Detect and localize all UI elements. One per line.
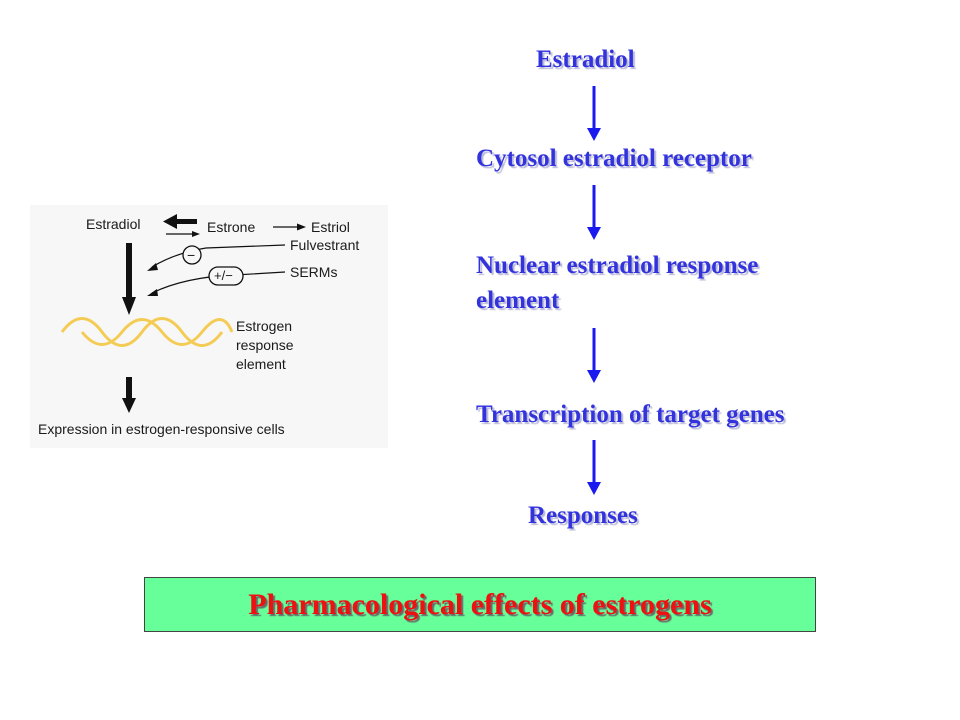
flow-step-nuclear-response-line2: element bbox=[476, 287, 560, 314]
plusminus-badge-icon bbox=[208, 266, 244, 286]
dna-wave-icon-1 bbox=[60, 317, 224, 347]
fulvestrant-arrow-icon bbox=[147, 244, 286, 271]
bold-left-arrow-icon bbox=[163, 214, 197, 229]
figure-label-ere-line1: Estrogen bbox=[236, 318, 293, 334]
estrogen-mechanism-figure: Estradiol Estrone Estriol Fulvestrant SE… bbox=[30, 205, 388, 448]
figure-label-expression: Expression in estrogen-responsive cells bbox=[38, 421, 285, 437]
flow-step-responses: Responses bbox=[528, 502, 638, 529]
figure-label-estradiol: Estradiol bbox=[86, 216, 141, 232]
flow-step-estradiol: Estradiol bbox=[536, 46, 635, 73]
figure-graphics bbox=[60, 214, 306, 413]
flow-step-cytosol-receptor: Cytosol estradiol receptor bbox=[476, 145, 752, 172]
figure-label-serms: SERMs bbox=[290, 264, 338, 280]
flow-step-nuclear-response-line1: Nuclear estradiol response bbox=[476, 252, 759, 279]
minus-circle-icon bbox=[182, 245, 202, 265]
figure-label-ere-line2: response bbox=[236, 337, 294, 353]
estriol-arrow-icon bbox=[273, 223, 306, 231]
thin-right-arrow-icon bbox=[166, 231, 200, 237]
flow-arrow-4 bbox=[587, 440, 601, 495]
flow-arrow-1 bbox=[587, 86, 601, 141]
down-arrow-icon bbox=[122, 243, 136, 315]
minus-symbol: − bbox=[187, 247, 196, 263]
flow-arrow-3 bbox=[587, 328, 601, 383]
figure-label-estriol: Estriol bbox=[311, 219, 350, 235]
expression-down-arrow-icon bbox=[122, 377, 136, 413]
flow-arrow-2 bbox=[587, 185, 601, 240]
title-banner: Pharmacological effects of estrogens bbox=[144, 577, 816, 632]
title-text: Pharmacological effects of estrogens bbox=[248, 587, 712, 621]
dna-wave-icon-2 bbox=[80, 318, 234, 346]
figure-label-fulvestrant: Fulvestrant bbox=[290, 237, 360, 253]
figure-label-estrone: Estrone bbox=[207, 219, 256, 235]
flow-step-transcription: Transcription of target genes bbox=[476, 401, 785, 428]
plusminus-symbol: +/− bbox=[214, 268, 233, 283]
figure-label-ere-line3: element bbox=[236, 356, 286, 372]
